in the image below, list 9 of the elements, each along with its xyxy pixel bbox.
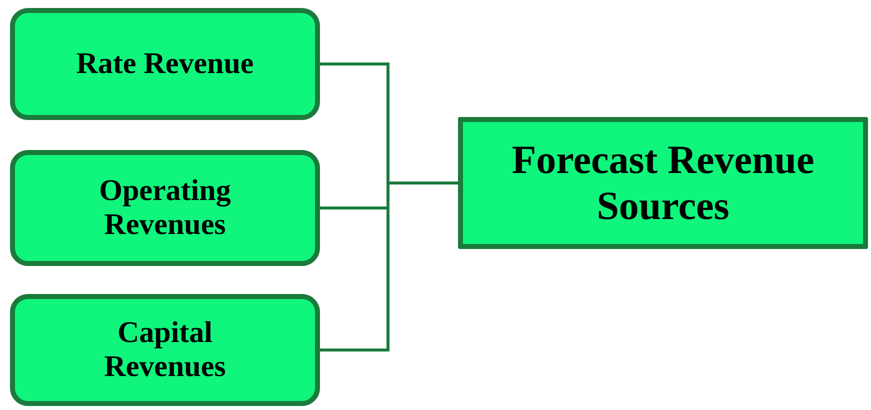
box-label: Forecast Revenue Sources	[510, 137, 816, 229]
process-box	[10, 8, 320, 120]
process-box	[10, 150, 320, 266]
box-label: Operating Revenues	[98, 174, 232, 242]
box-label: Capital Revenues	[103, 316, 227, 384]
box-label: Rate Revenue	[76, 46, 254, 82]
connector-line	[320, 182, 458, 352]
process-box	[458, 117, 868, 249]
process-box	[10, 294, 320, 406]
